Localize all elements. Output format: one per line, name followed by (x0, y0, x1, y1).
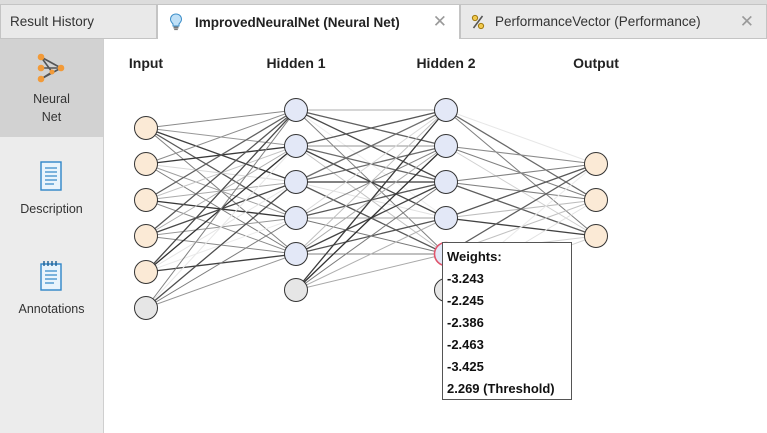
weight-connection (145, 217, 297, 309)
tab-improved-neural-net[interactable]: ImprovedNeuralNet (Neural Net) ✕ (157, 4, 460, 39)
sidebar-item-label: Annotations (18, 302, 85, 316)
description-icon (36, 160, 66, 192)
lightbulb-icon (169, 13, 183, 31)
weight-connection (295, 109, 447, 291)
layer-title-hidden-2: Hidden 2 (416, 55, 476, 71)
weight-connection (145, 253, 297, 309)
input-neuron[interactable] (134, 116, 158, 140)
hidden-1-neuron[interactable] (284, 134, 308, 158)
hidden-1-neuron[interactable] (284, 242, 308, 266)
weight-connection (295, 145, 447, 291)
hidden-1-neuron[interactable] (284, 170, 308, 194)
tooltip-weight: -2.245 (447, 293, 484, 308)
sidebar-item-label: Net (41, 110, 62, 124)
tab-performance-vector[interactable]: PerformanceVector (Performance) ✕ (460, 4, 767, 38)
bias-neuron[interactable] (134, 296, 158, 320)
weight-connection (145, 109, 297, 237)
weight-connection (295, 253, 447, 291)
weight-connection (145, 109, 297, 129)
tab-bar: Result History ImprovedNeuralNet (Neural… (0, 0, 767, 39)
weight-connection (295, 109, 447, 183)
weight-connection (145, 109, 297, 165)
tooltip-weight: -2.386 (447, 315, 484, 330)
weight-connection (145, 181, 297, 309)
network-view: Input Hidden 1 Hidden 2 Output Weights: … (104, 39, 767, 433)
hidden-1-neuron[interactable] (284, 206, 308, 230)
close-icon[interactable]: ✕ (432, 12, 447, 31)
input-neuron[interactable] (134, 224, 158, 248)
weight-connection (295, 181, 447, 291)
percent-icon (471, 14, 485, 30)
tooltip-weight: -3.243 (447, 271, 484, 286)
weight-connection (295, 109, 447, 255)
weight-connection (445, 145, 597, 165)
weight-connection (145, 109, 297, 273)
weight-connection (295, 217, 447, 291)
tooltip-weight: -2.463 (447, 337, 484, 352)
tab-label: Result History (10, 14, 95, 29)
input-neuron[interactable] (134, 260, 158, 284)
weight-connection (145, 109, 297, 201)
weight-connection (445, 109, 597, 165)
view-annotations[interactable]: Annotations (0, 243, 103, 341)
input-neuron[interactable] (134, 188, 158, 212)
close-icon[interactable]: ✕ (739, 12, 754, 31)
output-neuron[interactable] (584, 224, 608, 248)
layer-title-input: Input (128, 55, 164, 71)
neural-net-icon (36, 52, 66, 84)
hidden-2-neuron[interactable] (434, 134, 458, 158)
bias-neuron[interactable] (284, 278, 308, 302)
weight-connection (295, 109, 447, 219)
hidden-2-neuron[interactable] (434, 206, 458, 230)
neural-network-diagram (134, 98, 608, 320)
view-neural-net[interactable]: Neural Net (0, 39, 103, 137)
input-neuron[interactable] (134, 152, 158, 176)
tooltip-weight: -3.425 (447, 359, 484, 374)
tab-label: ImprovedNeuralNet (Neural Net) (195, 14, 400, 30)
weight-connection (445, 163, 597, 255)
tooltip-title: Weights: (447, 249, 502, 264)
layer-title-output: Output (573, 55, 619, 71)
weight-connection (445, 163, 597, 219)
weight-connection (445, 163, 597, 183)
hidden-1-neuron[interactable] (284, 98, 308, 122)
weight-connection (145, 145, 297, 309)
weight-connection (145, 109, 297, 309)
output-neuron[interactable] (584, 152, 608, 176)
view-switcher: Neural Net Description (0, 39, 104, 433)
weight-connection (295, 109, 447, 147)
tab-result-history[interactable]: Result History (0, 4, 157, 38)
annotations-icon (36, 260, 66, 292)
output-neuron[interactable] (584, 188, 608, 212)
sidebar-item-label: Neural (33, 92, 70, 106)
hidden-2-neuron[interactable] (434, 170, 458, 194)
hidden-2-neuron[interactable] (434, 98, 458, 122)
view-description[interactable]: Description (0, 143, 103, 241)
tab-label: PerformanceVector (Performance) (495, 14, 701, 29)
layer-title-hidden-1: Hidden 1 (266, 55, 326, 71)
tooltip-threshold: 2.269 (Threshold) (447, 381, 555, 396)
weights-tooltip: Weights: -3.243 -2.245 -2.386 -2.463 -3.… (442, 242, 572, 400)
sidebar-item-label: Description (20, 202, 83, 216)
